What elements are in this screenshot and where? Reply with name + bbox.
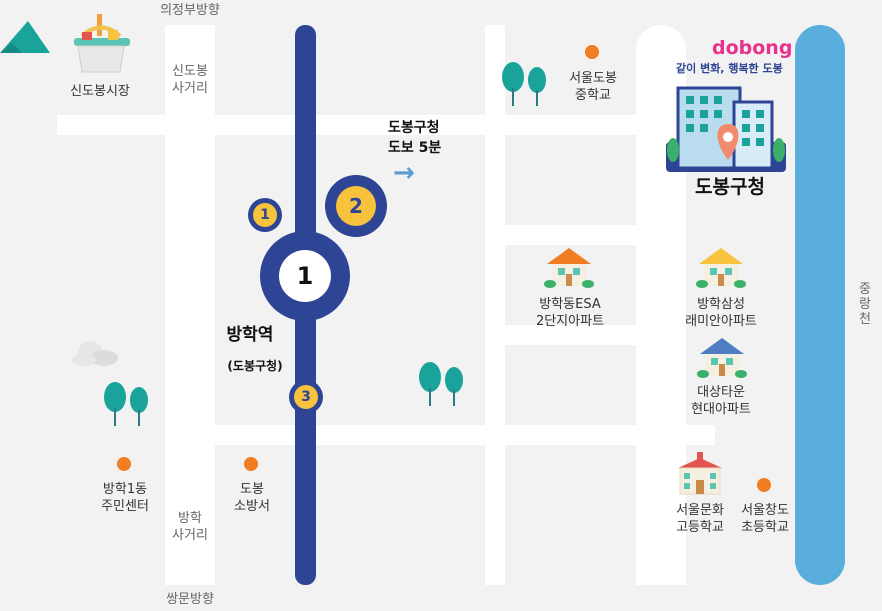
tree-icon <box>104 382 148 426</box>
poi-dot-community-center <box>117 457 131 471</box>
walk-destination-label: 도봉구청 <box>388 120 440 136</box>
office-name: 도봉구청 <box>695 176 765 198</box>
road-middle-upper <box>490 225 640 245</box>
exit-2[interactable]: 2 <box>325 175 387 237</box>
dobong-slogan: 같이 변화, 행복한 도봉 <box>676 62 783 75</box>
station-name: 방학역 <box>226 325 274 345</box>
line-number: 1 <box>296 262 314 290</box>
poi-dot-elementary-school <box>757 478 771 492</box>
tree-icon <box>502 62 546 106</box>
esa-apartment-label: 방학동ESA 2단지아파트 <box>535 297 605 329</box>
road-top <box>57 115 657 135</box>
middle-school-label: 서울도봉 중학교 <box>569 71 617 103</box>
poi-dot-middle-school <box>585 45 599 59</box>
high-school-label: 서울문화 고등학교 <box>676 503 724 535</box>
hill-icon <box>0 21 50 53</box>
road-west-vertical <box>165 25 215 585</box>
exit-1[interactable]: 1 <box>248 198 282 232</box>
arrow-right-icon: → <box>393 158 415 188</box>
banghak-intersection-label: 방학 사거리 <box>172 511 208 543</box>
walk-duration-label: 도보 5분 <box>388 140 442 156</box>
cloud-icon <box>72 341 118 366</box>
fire-station-label: 도봉 소방서 <box>234 482 270 514</box>
basket-icon <box>74 14 130 73</box>
station-marker[interactable]: 1 <box>260 231 350 321</box>
poi-dot-fire-station <box>244 457 258 471</box>
house-icon <box>696 248 746 288</box>
south-direction-label: 쌍문방향 <box>166 592 214 607</box>
north-direction-label: 의정부방향 <box>160 3 220 18</box>
house-icon <box>544 248 594 288</box>
station-subname: (도봉구청) <box>227 359 283 373</box>
road-middle-lower <box>490 325 640 345</box>
community-center-label: 방학1동 주민센터 <box>101 482 149 514</box>
road-center-vertical <box>485 25 505 585</box>
river-label: 중랑천 <box>859 282 871 327</box>
sindobong-intersection-label: 신도봉 사거리 <box>172 64 208 96</box>
tree-icon <box>419 362 463 406</box>
exit-3[interactable]: 3 <box>289 380 323 414</box>
road-bottom <box>165 425 715 445</box>
raemian-apartment-label: 방학삼성 래미안아파트 <box>685 297 757 329</box>
elementary-school-label: 서울창도 초등학교 <box>741 503 789 535</box>
dobong-logo: dobong <box>712 37 793 59</box>
hyundai-apartment-label: 대상타운 현대아파트 <box>691 385 751 417</box>
house-icon <box>697 338 747 378</box>
office-building-icon <box>666 86 786 172</box>
school-icon <box>678 452 722 495</box>
market-label: 신도봉시장 <box>70 84 130 99</box>
river-jungnangcheon <box>795 25 845 585</box>
